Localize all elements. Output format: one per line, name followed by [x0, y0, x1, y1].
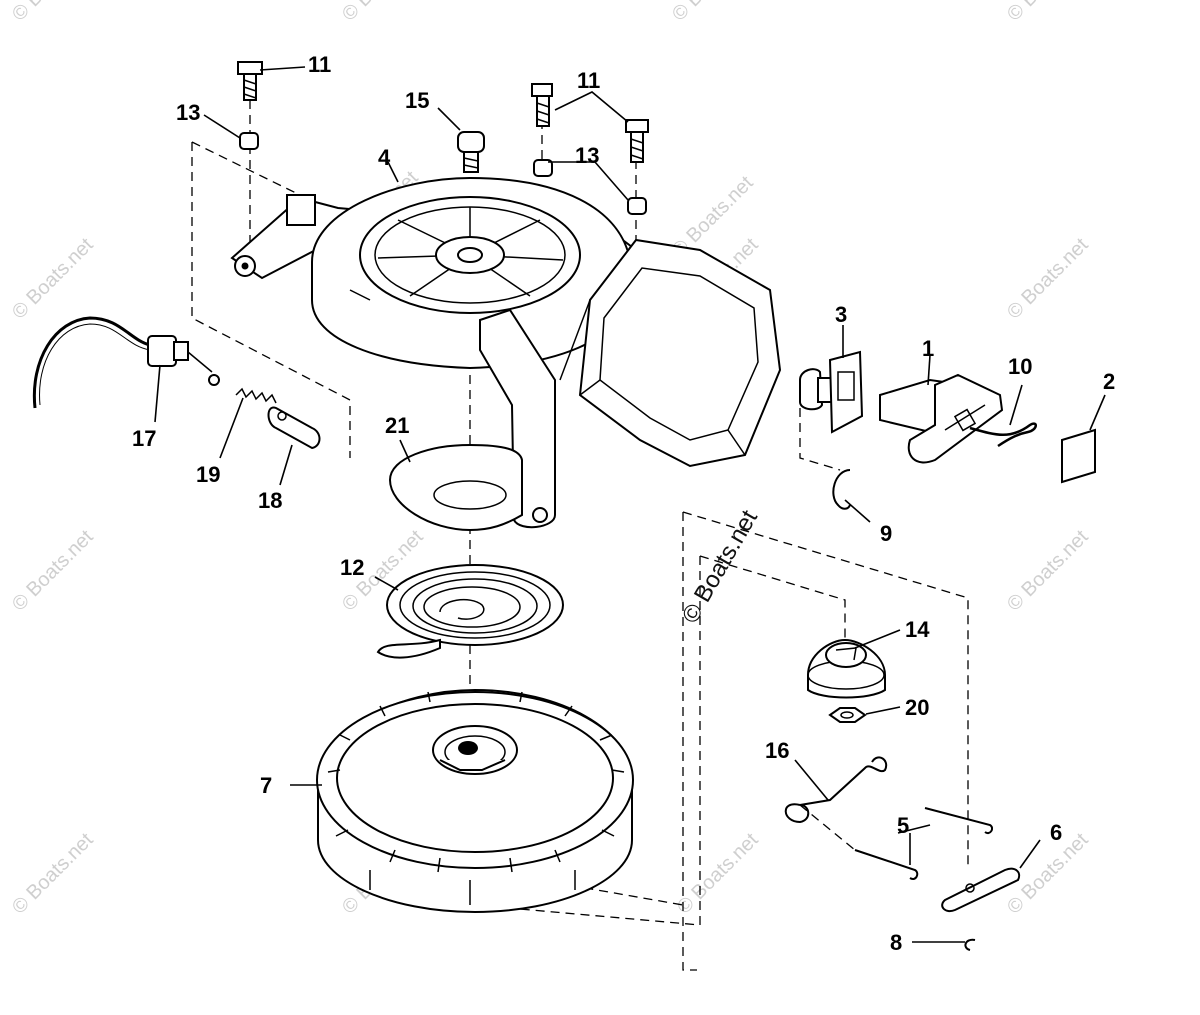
- callout-6: 6: [1050, 820, 1062, 845]
- callout-4: 4: [378, 145, 391, 170]
- washer-13-left: [239, 132, 259, 150]
- retaining-clip-9: [832, 469, 851, 510]
- callout-11: 11: [308, 52, 331, 77]
- leader-lines: [154, 66, 1106, 943]
- callout-17: 17: [132, 426, 156, 451]
- watermark: © Boats.net: [1003, 0, 1093, 26]
- callout-19: 19: [196, 462, 220, 487]
- callout-1: 1: [922, 336, 934, 361]
- watermark: © Boats.net: [8, 829, 98, 919]
- rope-guide-3: [799, 350, 864, 434]
- handle-insert-2: [1061, 428, 1096, 484]
- callout-14: 14: [905, 617, 930, 642]
- callout-3: 3: [835, 302, 847, 327]
- watermark: © Boats.net: [1003, 234, 1093, 324]
- plunger-18: [267, 406, 321, 450]
- watermark: © Boats.net: [8, 526, 98, 616]
- callout-12: 12: [340, 555, 364, 580]
- cable-17: [32, 316, 220, 409]
- callout-10: 10: [1008, 354, 1032, 379]
- washer-13-right: [627, 197, 647, 215]
- callout-13: 13: [575, 143, 599, 168]
- callout-20: 20: [905, 695, 929, 720]
- callout-9: 9: [880, 521, 892, 546]
- watermark: © Boats.net: [8, 0, 98, 26]
- callout-13: 13: [176, 100, 200, 125]
- callout-8: 8: [890, 930, 902, 955]
- screw-11-left: [237, 61, 263, 101]
- callout-labels: 11 13 15 4 11 13 3 1 10 2 9 17 21 19 18 …: [132, 52, 1115, 955]
- callout-18: 18: [258, 488, 282, 513]
- watermark: © Boats.net: [338, 0, 428, 26]
- starter-handle-1: [879, 373, 1004, 464]
- screw-11-middle: [531, 83, 553, 127]
- watermark: © Boats.net: [8, 234, 98, 324]
- rope-10: [969, 422, 1037, 448]
- callout-21: 21: [385, 413, 409, 438]
- screw-15: [457, 131, 485, 173]
- watermark: © Boats.net: [1003, 526, 1093, 616]
- callout-2: 2: [1103, 369, 1115, 394]
- washer-plate-21: [388, 443, 523, 532]
- cam-14: [807, 638, 886, 699]
- nut-20: [828, 707, 867, 723]
- link-rod-5: [854, 807, 994, 880]
- watermark: © Boats.net: [673, 829, 763, 919]
- callout-7: 7: [260, 773, 272, 798]
- washer-13-middle: [533, 159, 553, 177]
- watermark: © Boats.net: [668, 0, 758, 26]
- spring-19: [235, 387, 277, 404]
- rewind-spring-12: [376, 564, 564, 659]
- callout-16: 16: [765, 738, 789, 763]
- stop-lever-6: [941, 867, 1021, 912]
- pulley-7: [316, 688, 634, 914]
- callout-11: 11: [577, 68, 600, 93]
- screw-11-right: [625, 119, 649, 163]
- callout-15: 15: [405, 88, 429, 113]
- spring-16: [784, 756, 888, 824]
- e-clip-8: [964, 938, 976, 951]
- callout-5: 5: [897, 813, 909, 838]
- starter-housing-4: [230, 176, 782, 529]
